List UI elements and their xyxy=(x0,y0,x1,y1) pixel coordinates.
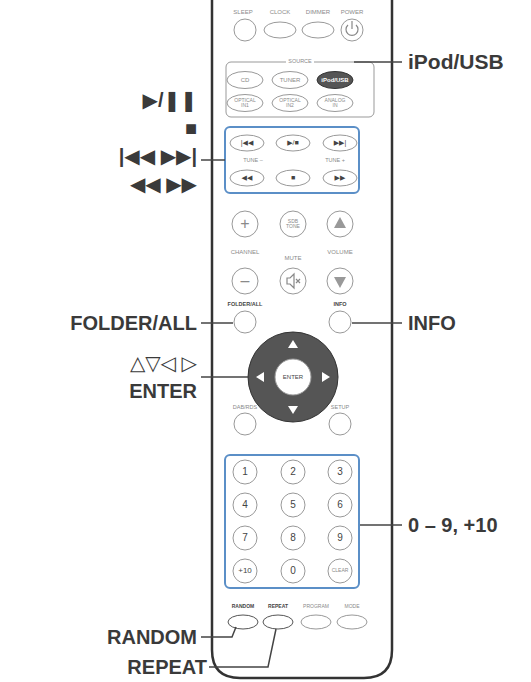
button-label: RANDOM xyxy=(232,604,255,609)
callout-label: ENTER xyxy=(129,381,197,402)
button-symbol: ▶▶ xyxy=(335,174,346,181)
button-label: TUNE – xyxy=(243,158,263,164)
button-label: CLEAR xyxy=(332,568,349,573)
button-label: INFO xyxy=(333,302,346,308)
group-label: SOURCE xyxy=(286,59,314,65)
callout-label: ◀◀ ▶▶ xyxy=(130,174,197,195)
button-label: MODE xyxy=(345,604,360,609)
button-digit: 2 xyxy=(290,467,296,478)
button-digit: 1 xyxy=(242,467,248,478)
button-label: POWER xyxy=(341,9,364,15)
button-label: VOLUME xyxy=(327,249,352,255)
buttons xyxy=(226,19,374,629)
button-digit: 7 xyxy=(242,533,248,544)
button-label: OPTICAL IN2 xyxy=(277,98,303,109)
callout-label: 0 – 9, +10 xyxy=(408,515,498,536)
button-label: DIMMER xyxy=(306,9,330,15)
button-label: SETUP xyxy=(331,405,349,411)
button-label: DAB/RDS xyxy=(233,405,257,411)
button-digit: 3 xyxy=(337,467,343,478)
button-symbol: ◀◀ xyxy=(242,174,253,181)
button-digit: +10 xyxy=(238,567,252,575)
button-label: CD xyxy=(241,77,250,83)
button-symbol: ▶/■ xyxy=(287,139,299,146)
button-digit: 4 xyxy=(242,500,248,511)
callout-label: △▽◁ ▷ xyxy=(130,353,197,374)
callout-label: RANDOM xyxy=(107,627,197,648)
leader-lines xyxy=(201,62,402,667)
button-label: ANALOG IN xyxy=(322,98,348,109)
callout-label: INFO xyxy=(408,313,456,334)
button-label: SLEEP xyxy=(233,9,252,15)
callout-label: REPEAT xyxy=(127,657,207,678)
button-symbol: – xyxy=(241,273,250,290)
button-digit: 6 xyxy=(337,500,343,511)
button-label: OPTICAL IN1 xyxy=(232,98,258,109)
callout-label: ▶/❚❚ xyxy=(143,90,197,111)
button-label: TUNE + xyxy=(325,158,345,164)
button-digit: 5 xyxy=(290,500,296,511)
button-digit: 0 xyxy=(290,566,296,577)
button-label: ENTER xyxy=(283,374,303,380)
highlight-boxes xyxy=(225,127,359,588)
callout-label: |◀◀ ▶▶| xyxy=(119,146,197,167)
button-label: iPod/USB xyxy=(321,77,348,83)
cursor-pad xyxy=(248,332,338,422)
button-label: PROGRAM xyxy=(303,604,329,609)
button-symbol: ▶▶| xyxy=(334,139,347,146)
button-label: SDB TONE xyxy=(283,219,303,230)
button-symbol: + xyxy=(240,216,249,233)
callout-label: FOLDER/ALL xyxy=(70,313,197,334)
button-symbol: ■ xyxy=(291,174,295,181)
button-icons xyxy=(287,21,358,288)
button-label: FOLDER/ALL xyxy=(228,302,263,308)
callout-label: ■ xyxy=(185,118,197,139)
button-digit: 9 xyxy=(337,533,343,544)
button-label: REPEAT xyxy=(268,604,288,609)
button-label: MUTE xyxy=(285,255,302,261)
remote-body xyxy=(212,0,392,678)
button-label: TUNER xyxy=(280,77,301,83)
button-label: CHANNEL xyxy=(231,249,260,255)
button-symbol: |◀◀ xyxy=(241,139,254,146)
button-label: CLOCK xyxy=(270,9,291,15)
button-digit: 8 xyxy=(290,533,296,544)
callout-label: iPod/USB xyxy=(408,51,504,73)
